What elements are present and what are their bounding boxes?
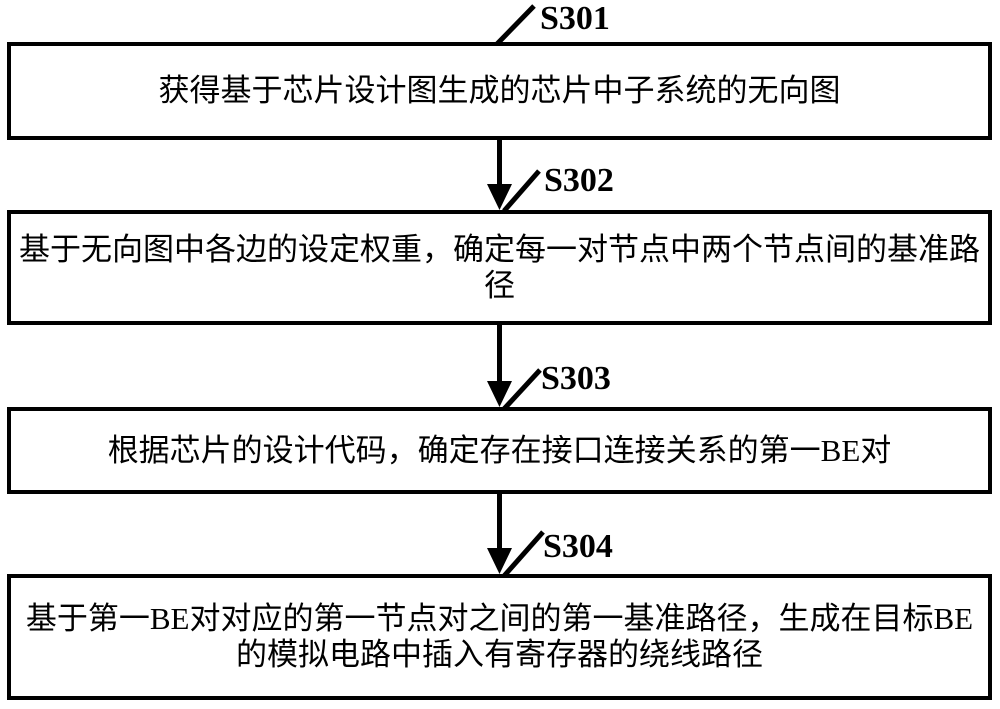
step-box-s302: 基于无向图中各边的设定权重，确定每一对节点中两个节点间的基准路 径 [7, 210, 992, 325]
step-box-s301: 获得基于芯片设计图生成的芯片中子系统的无向图 [7, 42, 992, 140]
flow-arrow-1-head [487, 184, 512, 210]
label-leader-s304 [502, 530, 545, 578]
flow-arrow-2-head [487, 381, 512, 407]
step-text-s303: 根据芯片的设计代码，确定存在接口连接关系的第一BE对 [108, 433, 892, 469]
step-text-line: 的模拟电路中插入有寄存器的绕线路径 [235, 637, 763, 672]
step-label-s302: S302 [544, 162, 614, 199]
step-text-s301: 获得基于芯片设计图生成的芯片中子系统的无向图 [159, 73, 841, 109]
step-text-line: 基于无向图中各边的设定权重，确定每一对节点中两个节点间的基准路 [19, 231, 980, 267]
step-label-s301: S301 [540, 0, 610, 37]
step-text-line: 根据芯片的设计代码，确定存在接口连接关系的第一BE对 [107, 432, 892, 468]
label-leader-s303 [502, 368, 542, 411]
step-box-s304: 基于第一BE对对应的第一节点对之间的第一基准路径，生成在目标BE 的模拟电路中插… [7, 574, 992, 700]
flow-arrow-3-head [487, 548, 512, 574]
step-text-line: 获得基于芯片设计图生成的芯片中子系统的无向图 [158, 73, 841, 108]
step-box-s303: 根据芯片的设计代码，确定存在接口连接关系的第一BE对 [7, 407, 992, 494]
step-label-s303: S303 [541, 360, 611, 397]
step-text-s302: 基于无向图中各边的设定权重，确定每一对节点中两个节点间的基准路 径 [19, 232, 980, 304]
step-label-s304: S304 [543, 528, 613, 565]
step-text-line: 基于第一BE对对应的第一节点对之间的第一基准路径，生成在目标BE [25, 601, 974, 636]
step-text-s304: 基于第一BE对对应的第一节点对之间的第一基准路径，生成在目标BE 的模拟电路中插… [26, 601, 973, 673]
label-leader-s301 [495, 4, 536, 46]
label-leader-s302 [502, 169, 541, 213]
step-text-line: 径 [484, 267, 515, 303]
